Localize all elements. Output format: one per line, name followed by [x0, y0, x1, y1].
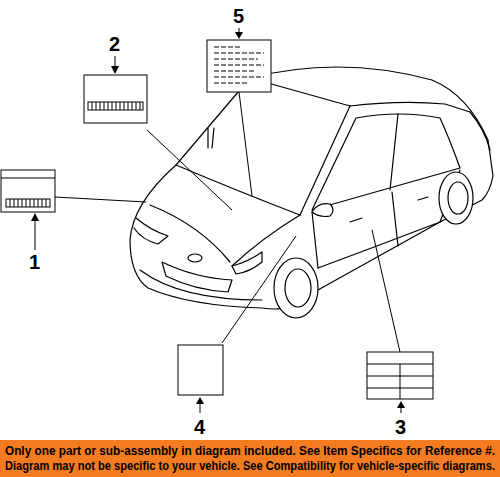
- callout-number: 4: [194, 417, 205, 437]
- leader-line: [55, 197, 146, 202]
- arrowhead: [111, 66, 119, 74]
- barcode-stripes: [92, 102, 140, 110]
- notice-text: Diagram may not be specific to your vehi…: [5, 459, 495, 473]
- a-pillar: [300, 106, 350, 215]
- leader-line: [239, 92, 252, 196]
- notice-band: [0, 440, 500, 477]
- notice-text: Only one part or sub-assembly in diagram…: [5, 444, 495, 458]
- headlight-right: [232, 252, 262, 274]
- b-pillar: [390, 114, 398, 190]
- leader-line: [372, 230, 400, 352]
- hood-edge: [176, 165, 300, 215]
- label-box: [178, 345, 223, 395]
- headlight-left: [134, 218, 168, 244]
- label-barcode: [88, 102, 143, 110]
- label-rule: [1, 178, 55, 179]
- front-bumper: [140, 270, 262, 300]
- leader-line: [147, 130, 232, 210]
- arrowhead: [196, 397, 204, 404]
- antenna: [208, 128, 214, 148]
- callout-number: 3: [395, 417, 406, 437]
- hood-right-edge: [232, 215, 300, 266]
- rear-wheel-rim: [448, 182, 468, 214]
- label-box: [84, 75, 147, 123]
- arrowhead: [397, 401, 405, 408]
- table-grid: [367, 364, 433, 399]
- side-window: [312, 114, 460, 210]
- emblem: [188, 254, 202, 262]
- trunk: [470, 112, 490, 150]
- door-handle: [350, 197, 428, 222]
- leader-line: [222, 236, 296, 343]
- label-text-lines: [214, 47, 264, 83]
- arrowhead: [31, 213, 39, 221]
- front-wheel-rim: [285, 269, 311, 307]
- label-table: [367, 352, 433, 399]
- callout-number: 1: [29, 252, 40, 272]
- arrowhead: [235, 32, 243, 39]
- label-barcode: [6, 199, 50, 207]
- callout-arrow: [35, 216, 36, 250]
- callout-number: 5: [233, 6, 244, 26]
- label-box: [1, 170, 55, 212]
- callout-number: 2: [109, 34, 120, 54]
- mirror: [312, 204, 333, 217]
- roof-edge: [350, 102, 470, 112]
- barcode-stripes: [10, 199, 46, 207]
- rear-wheel: [439, 172, 473, 224]
- label-box: [207, 40, 271, 92]
- front-door: [312, 192, 398, 268]
- front-wheel: [274, 258, 318, 318]
